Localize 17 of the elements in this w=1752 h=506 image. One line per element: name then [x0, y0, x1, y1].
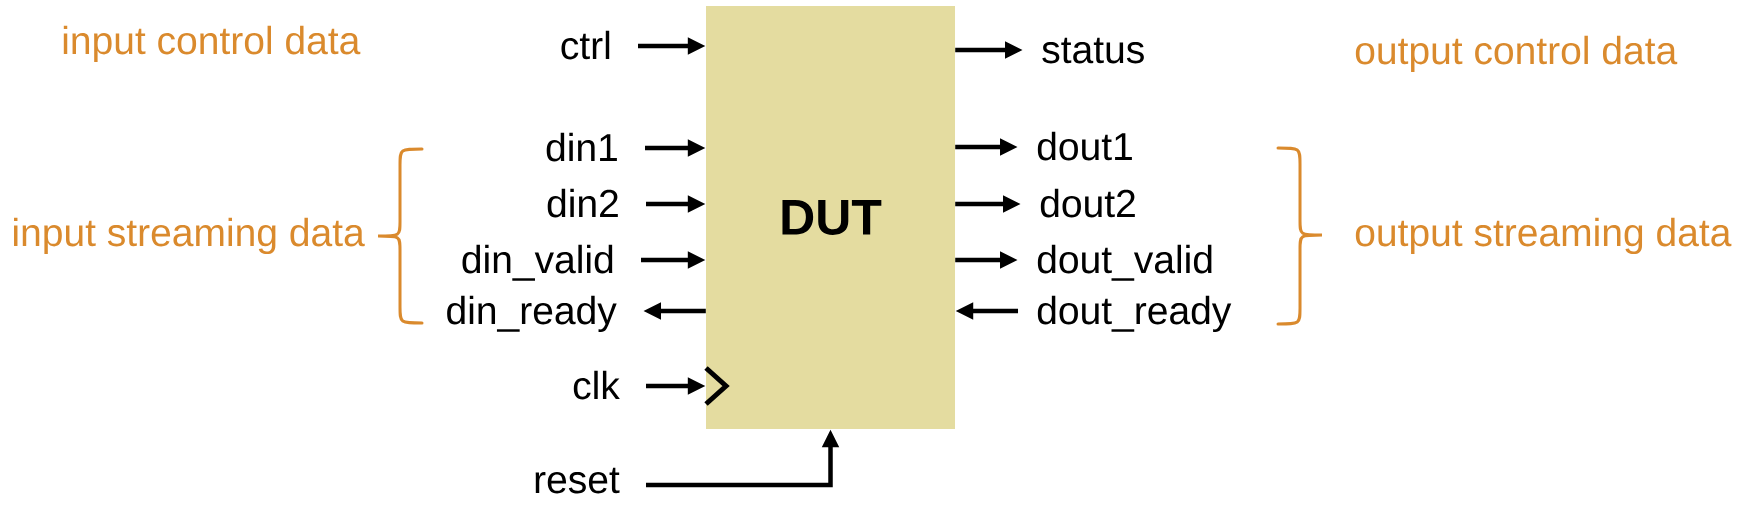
signal-label: status [1042, 37, 1144, 64]
signal-label: dout_ready [1037, 295, 1232, 333]
signal-label: dout2 [1040, 188, 1135, 218]
group-label: input streaming data [14, 217, 365, 255]
group-label: output streaming data [1355, 217, 1732, 255]
block-box: DUT [706, 6, 955, 429]
signal-label: dout1 [1037, 131, 1132, 161]
signal-label: ctrl [561, 30, 610, 60]
signal-label: reset [535, 467, 620, 494]
group-label: input control data [63, 25, 361, 63]
signal-label: din2 [547, 188, 618, 218]
signal-label: dout_valid [1037, 244, 1212, 281]
signal-label: clk [573, 370, 620, 400]
signal-label: din1 [546, 132, 617, 162]
signal-label: din_ready [447, 295, 617, 333]
signal-label: din_valid [462, 244, 613, 281]
group-label: output control data [1355, 35, 1678, 73]
